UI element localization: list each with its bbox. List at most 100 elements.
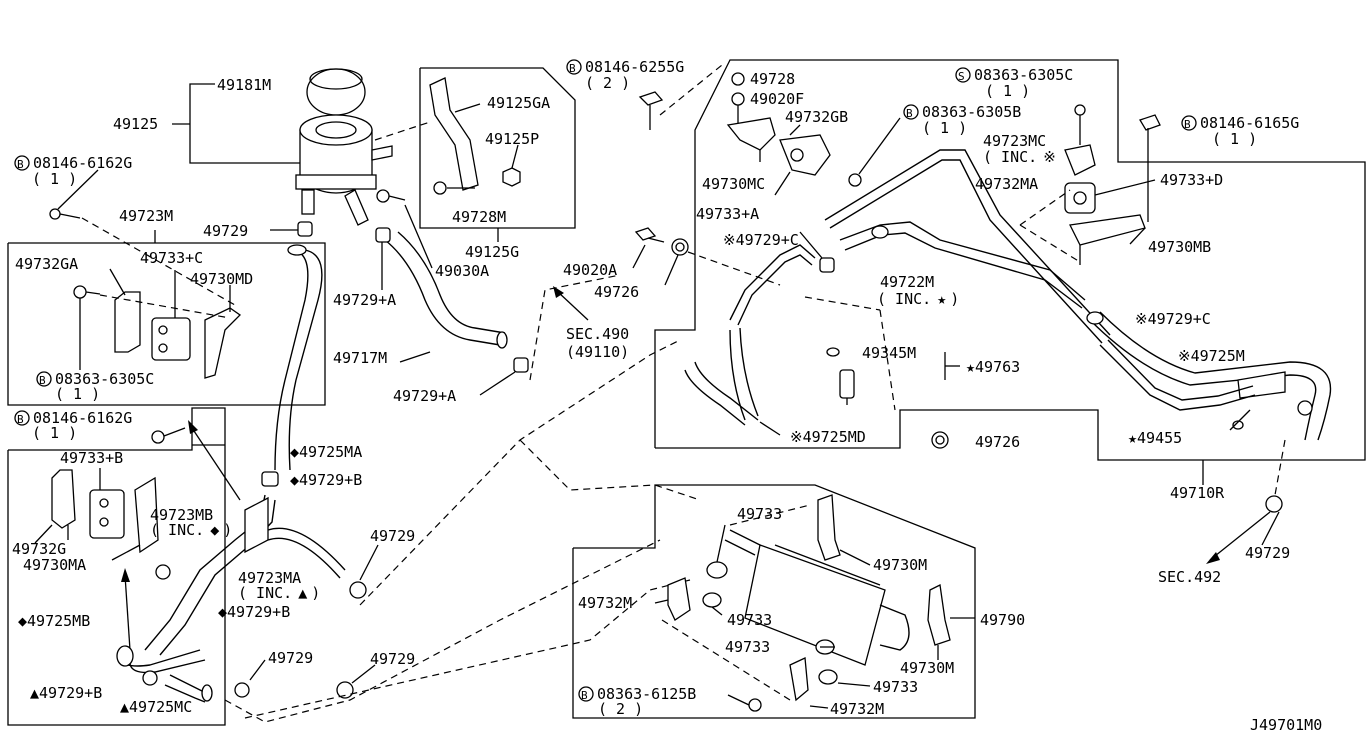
label-49733-d: 49733 (873, 678, 918, 696)
label-49733-c: 49733 (725, 638, 770, 656)
label-49455: ★49455 (1128, 429, 1182, 447)
arrow-line-1 (189, 424, 241, 501)
qty-08146-6255G: ( 2 ) (585, 74, 630, 92)
label-49723MC-inc: ( INC.※ (983, 148, 1056, 166)
hose-49725MC (164, 674, 213, 703)
label-49725MB: ◆49725MB (18, 612, 90, 630)
clamp-49729B-b (155, 564, 171, 580)
label-49729-a: 49729 (203, 222, 248, 240)
hose-49725M (1089, 311, 1332, 441)
prefix-b-icon: B (1184, 118, 1191, 131)
reservoir-tank (295, 114, 393, 226)
prefix-b-icon: B (569, 62, 576, 75)
callout-08146-6165G: B 08146-6165G ( 1 ) (1181, 114, 1299, 148)
label-49732GB: 49732GB (785, 108, 848, 126)
clamp-49732M-a (667, 577, 691, 621)
label-49725MD: ※49725MD (790, 428, 866, 446)
label-49733B: 49733+B (60, 449, 123, 467)
label-08363-6125B: 08363-6125B (597, 685, 696, 703)
label-08146-6165G: 08146-6165G (1200, 114, 1299, 132)
callout-08146-6255G: B 08146-6255G ( 2 ) (566, 58, 684, 92)
label-49730MA: 49730MA (23, 556, 86, 574)
label-49726-b: 49726 (975, 433, 1020, 451)
qty-08146-6162G-top: ( 1 ) (32, 170, 77, 188)
clamp-49733D (1064, 182, 1096, 214)
triangle-icon: ▲ (120, 698, 129, 716)
right-pipe-group-box (654, 59, 1366, 461)
label-49125G: 49125G (465, 243, 519, 261)
clamp-49729-e (1265, 495, 1283, 513)
label-49730MB: 49730MB (1148, 238, 1211, 256)
star-icon: ★ (937, 290, 946, 308)
label-49790: 49790 (980, 611, 1025, 629)
label-49732M-a: 49732M (578, 594, 632, 612)
label-49729A-a: 49729+A (333, 291, 396, 309)
label-49730M-a: 49730M (873, 556, 927, 574)
nut-49125P (502, 167, 521, 187)
triangle-icon: ▲ (298, 584, 307, 602)
label-49723MB-inc: ( INC.◆) (150, 521, 232, 539)
grommet-49733-a (706, 561, 728, 579)
clamp-49729-top (297, 221, 313, 237)
clamp-on-hose (1297, 400, 1313, 416)
callout-08146-6162G-top: B 08146-6162G ( 1 ) (14, 154, 132, 188)
label-49763: ★49763 (966, 358, 1020, 376)
hose-49725MB (116, 645, 206, 674)
star-icon: ★ (966, 358, 975, 376)
grommet-49733-b (702, 592, 722, 608)
label-49723MC: 49723MC (983, 132, 1046, 150)
diagram-id: J49701M0 (1250, 716, 1322, 734)
label-49726-a: 49726 (594, 283, 639, 301)
cooler-49790 (724, 529, 910, 666)
label-49723M: 49723M (119, 207, 173, 225)
label-49728M: 49728M (452, 208, 506, 226)
label-49729B-b: ◆49729+B (218, 603, 290, 621)
bolt-08146-6165G (1139, 114, 1161, 222)
routing-line-main (359, 339, 681, 606)
label-49729-b: 49729 (370, 527, 415, 545)
label-49732GA: 49732GA (15, 255, 78, 273)
label-49732G: 49732G (12, 540, 66, 558)
hose-49725MD (684, 327, 759, 426)
qty-08363-6305B: ( 1 ) (922, 119, 967, 137)
clamp-49729A-a (375, 227, 391, 243)
left-lower-bracket-box (7, 407, 226, 726)
bracket-49730MA (134, 476, 159, 554)
prefix-b-icon: B (17, 413, 24, 426)
label-49730M-b: 49730M (900, 659, 954, 677)
nut-49728 (731, 72, 745, 86)
label-49732MA: 49732MA (975, 175, 1038, 193)
clamp-49729-d (336, 681, 354, 699)
label-49722M-inc: ( INC.★) (877, 290, 959, 308)
pipe-49455 (1099, 339, 1256, 430)
label-49723MA: 49723MA (238, 569, 301, 587)
label-49733-b: 49733 (727, 611, 772, 629)
bracket-49730MC (726, 117, 776, 151)
bracket-49730MD (204, 307, 242, 379)
bolt-08363-6305C-right (1074, 104, 1086, 145)
bracket-49732G (51, 469, 76, 529)
bolt-08363-6125B (748, 698, 762, 712)
star-icon: ★ (1128, 429, 1137, 447)
label-49723MB: 49723MB (150, 506, 213, 524)
hose-49717M (384, 231, 508, 349)
grommet-49733-d (818, 669, 838, 685)
label-49020A: 49020A (563, 261, 617, 279)
label-49020F: 49020F (750, 90, 804, 108)
label-49725MC: ▲49725MC (120, 698, 192, 716)
callout-08363-6125B: B 08363-6125B ( 2 ) (578, 685, 696, 718)
prefix-b-icon: B (906, 107, 913, 120)
hose-49725MA (274, 244, 323, 471)
washer-49726-a (671, 238, 689, 256)
label-49125GA: 49125GA (487, 94, 550, 112)
label-49730MD: 49730MD (190, 270, 253, 288)
prefix-b-icon: B (581, 689, 588, 702)
reservoir-cap (306, 68, 366, 116)
pipe-49723MC (824, 149, 1111, 344)
callout-08363-6305B: B 08363-6305B ( 1 ) (903, 103, 1021, 137)
label-49729A-b: 49729+A (393, 387, 456, 405)
clamp-49729A-b (513, 357, 529, 373)
label-08363-6305B: 08363-6305B (922, 103, 1021, 121)
